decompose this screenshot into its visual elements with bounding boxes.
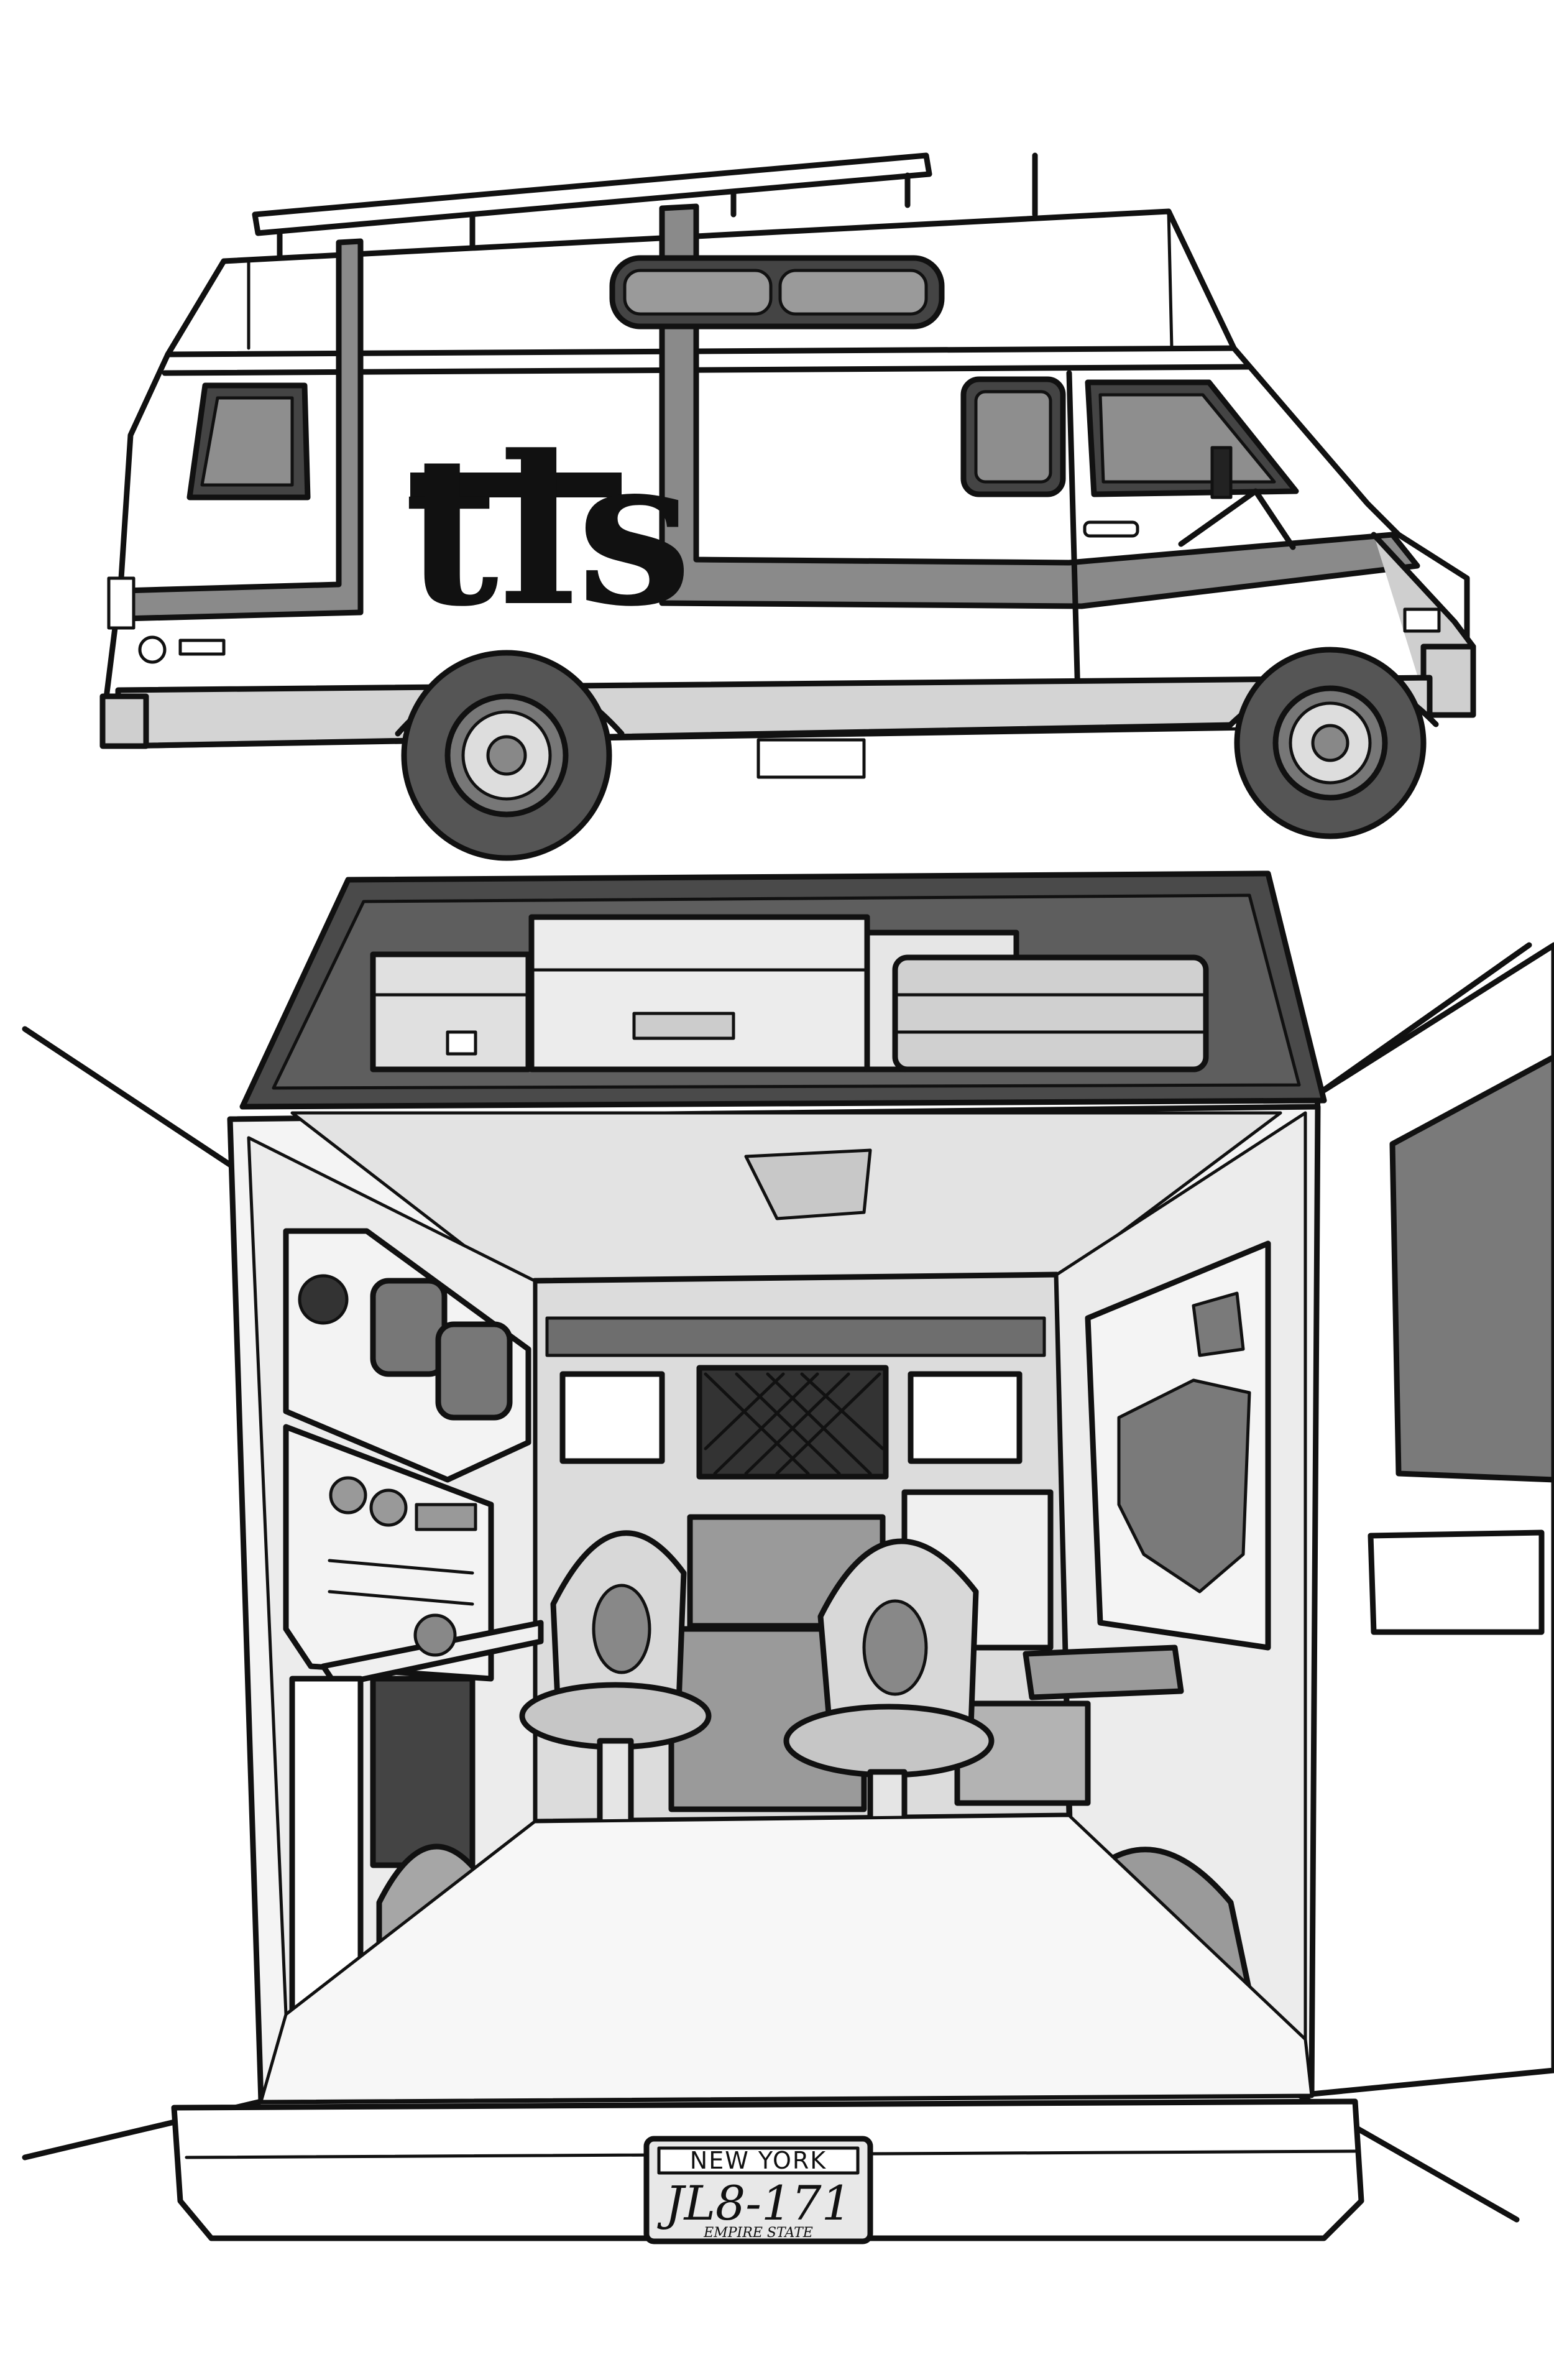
rear-lamp <box>138 635 167 664</box>
alaska-map-shape <box>1192 1291 1245 1357</box>
van-rear-interior: NEW YORK JL8-171 EMPIRE STATE <box>22 870 1554 2244</box>
right-rear-door <box>1290 942 1554 2098</box>
speaker-grille-icon <box>298 1274 349 1325</box>
meter-display <box>415 1503 477 1531</box>
rear-side-window <box>186 382 311 500</box>
equipment-rack <box>370 1676 476 1868</box>
plate-number: JL8-171 <box>657 2175 852 2231</box>
side-mirror <box>1210 446 1233 499</box>
van-side-view: tls <box>99 152 1476 861</box>
dial-1 <box>329 1476 367 1515</box>
monitor-screen-right <box>435 1321 513 1421</box>
tls-logo: tls <box>404 410 692 652</box>
door-handle <box>1083 520 1139 538</box>
suitcase-right <box>892 954 1209 1072</box>
dial-2 <box>369 1488 408 1527</box>
headphones-icon <box>413 1613 457 1657</box>
wiper <box>1178 488 1296 550</box>
monitor-screen-left <box>370 1278 448 1377</box>
fold-table <box>1023 1644 1184 1700</box>
trunk-center <box>528 914 870 1072</box>
right-door-handle-plate <box>1368 1529 1545 1635</box>
rocker-panel <box>115 675 1433 749</box>
tail-light <box>107 576 136 630</box>
tls-logo-text: tls <box>404 410 692 652</box>
roof-rack <box>252 152 932 264</box>
rear-bumper <box>99 693 149 749</box>
wall-frame-left <box>559 1371 665 1464</box>
ceiling-light <box>744 1148 872 1220</box>
right-door-window <box>1389 1054 1554 1483</box>
cab-door-line <box>1066 370 1082 724</box>
usa-map-shape <box>1117 1378 1251 1594</box>
floor <box>259 1814 1313 2103</box>
license-plate: NEW YORK JL8-171 EMPIRE STATE <box>643 2136 873 2244</box>
roof-luggage <box>370 914 1209 1072</box>
left-door-top-edge <box>22 1026 239 1172</box>
wall-frame-right <box>908 1371 1023 1464</box>
rear-reflector <box>178 639 226 656</box>
floor-case <box>954 1700 1091 1806</box>
plate-state: NEW YORK <box>690 2147 827 2174</box>
plate-slogan: EMPIRE STATE <box>703 2225 813 2241</box>
front-wheel <box>1234 647 1427 839</box>
side-step <box>756 738 866 779</box>
roof-window <box>609 255 945 330</box>
headlight <box>1403 607 1441 633</box>
mid-side-window <box>960 376 1066 497</box>
rear-wheel <box>401 650 612 861</box>
